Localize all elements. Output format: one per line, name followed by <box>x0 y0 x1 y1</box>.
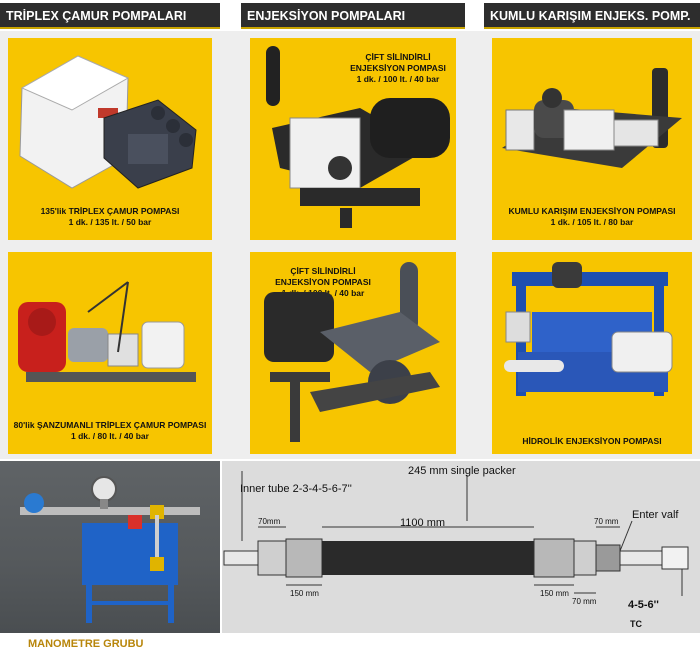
product-card-cift-silindirli[interactable]: ÇİFT SİLİNDİRLİ ENJEKSİYON POMPASI 1 dk.… <box>250 38 456 240</box>
product-card-hidrolik[interactable]: HİDROLİK ENJEKSİYON POMPASI <box>492 252 692 454</box>
sand-mix-pump-image <box>502 68 682 168</box>
dim-150-left: 150 mm <box>290 589 319 598</box>
injection-pump-2-image <box>264 262 440 442</box>
enter-valf-label: Enter valf <box>632 509 679 521</box>
card-4-line-1: 80'lik ŞANZUMANLI TRİPLEX ÇAMUR POMPASI <box>13 420 207 430</box>
card-2-line-1: ÇİFT SİLİNDİRLİ <box>365 52 431 62</box>
dim-1100: 1100 mm <box>400 517 446 529</box>
dim-70-right: 70 mm <box>594 517 619 526</box>
card-5-line-2: ENJEKSİYON POMPASI <box>275 277 371 287</box>
injection-pump-image <box>266 46 450 228</box>
product-card-cift-silindirli-2[interactable]: ÇİFT SİLİNDİRLİ ENJEKSİYON POMPASI 1 dk.… <box>250 252 456 454</box>
card-6-line-1: HİDROLİK ENJEKSİYON POMPASI <box>522 436 662 446</box>
card-1-line-2: 1 dk. / 135 lt. / 50 bar <box>68 217 152 227</box>
card-3-line-1: KUMLU KARIŞIM ENJEKSİYON POMPASI <box>508 206 676 216</box>
header-enjeksiyon: ENJEKSİYON POMPALARI <box>241 3 465 29</box>
dim-70-bottom: 70 mm <box>572 597 597 606</box>
card-5-line-1: ÇİFT SİLİNDİRLİ <box>290 266 356 276</box>
manometre-group-image <box>20 476 200 623</box>
product-card-triplex-135[interactable]: 135'lik TRİPLEX ÇAMUR POMPASI 1 dk. / 13… <box>8 38 212 240</box>
packer-diagram: 245 mm single packer Inner tube 2-3-4-5-… <box>222 461 700 633</box>
product-card-triplex-80[interactable]: 80'lik ŞANZUMANLI TRİPLEX ÇAMUR POMPASI … <box>8 252 212 454</box>
header-triplex: TRİPLEX ÇAMUR POMPALARI <box>0 3 220 29</box>
dim-150-right: 150 mm <box>540 589 569 598</box>
card-4-line-2: 1 dk. / 80 lt. / 40 bar <box>71 431 149 441</box>
tc-label: TC <box>630 619 642 629</box>
inner-tube-label: Inner tube 2-3-4-5-6-7'' <box>240 483 352 495</box>
card-1-line-1: 135'lik TRİPLEX ÇAMUR POMPASI <box>40 206 180 216</box>
packer-title: 245 mm single packer <box>408 465 516 477</box>
size-label: 4-5-6'' <box>628 599 659 611</box>
header-kumlu: KUMLU KARIŞIM ENJEKS. POMP. <box>484 3 700 29</box>
card-2-line-2: ENJEKSİYON POMPASI <box>350 63 446 73</box>
triplex-pump-image <box>19 55 197 189</box>
card-2-line-3: 1 dk. / 100 lt. / 40 bar <box>356 74 440 84</box>
packer-drawing <box>223 471 689 596</box>
hydraulic-pump-image <box>504 262 673 396</box>
dim-70-left: 70mm <box>258 517 281 526</box>
product-card-kumlu-karisim[interactable]: KUMLU KARIŞIM ENJEKSİYON POMPASI 1 dk. /… <box>492 38 692 240</box>
gearbox-triplex-image <box>18 281 196 382</box>
card-3-line-2: 1 dk. / 105 lt. / 80 bar <box>550 217 634 227</box>
manometre-caption: MANOMETRE GRUBU <box>28 638 144 650</box>
manometre-photo <box>0 461 220 633</box>
